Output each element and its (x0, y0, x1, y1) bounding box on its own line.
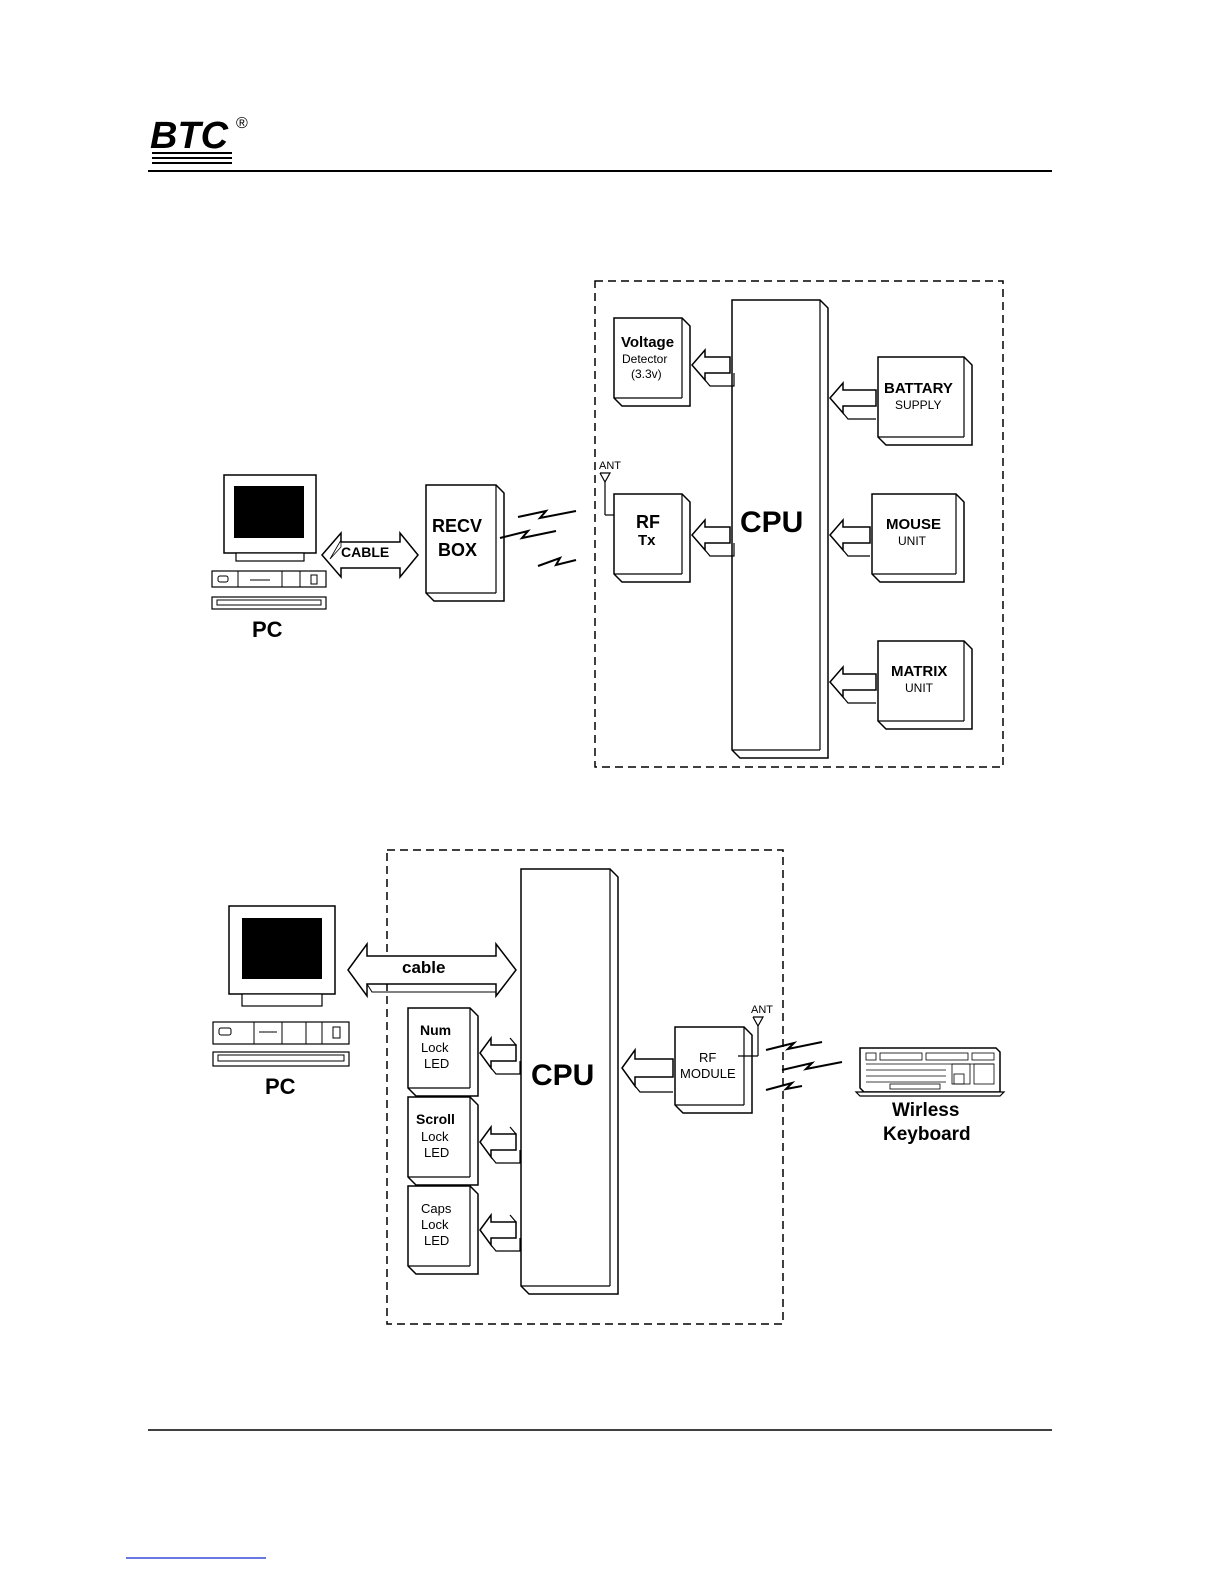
num-lock-line1: Num (420, 1022, 451, 1038)
wireless-signal-icon-2 (766, 1042, 842, 1090)
cpu-label-2: CPU (531, 1059, 594, 1092)
arrow-cpu-to-rf-tx (692, 520, 734, 556)
pc-label: PC (252, 617, 283, 642)
antenna-label: ANT (599, 460, 621, 472)
rf-module-line1: RF (699, 1050, 716, 1065)
keyboard-label-line1: Wirless (892, 1100, 959, 1121)
recv-box-label-line2: BOX (438, 540, 477, 560)
voltage-detector-line1: Voltage (621, 334, 674, 351)
wireless-keyboard-icon (856, 1048, 1004, 1096)
pc-label-2: PC (265, 1074, 296, 1099)
recv-box-label-line1: RECV (432, 516, 482, 536)
matrix-unit-line1: MATRIX (891, 663, 947, 680)
arrow-cpu-to-num-lock (480, 1038, 520, 1074)
cpu-label: CPU (740, 506, 803, 539)
pc-computer-icon (212, 475, 326, 609)
arrow-cpu-to-voltage (692, 350, 734, 386)
caps-lock-line2: Lock (421, 1217, 449, 1232)
scroll-lock-line1: Scroll (416, 1111, 455, 1127)
scroll-lock-line2: Lock (421, 1129, 449, 1144)
caps-lock-line1: Caps (421, 1201, 452, 1216)
arrow-matrix-to-cpu (830, 667, 876, 703)
battery-supply-line2: SUPPLY (895, 398, 941, 412)
antenna-label-2: ANT (751, 1004, 773, 1016)
arrow-cpu-to-caps-lock (480, 1215, 520, 1251)
rf-tx-line1: RF (636, 512, 660, 532)
registered-mark: ® (236, 115, 248, 132)
header-logo: BTC ® (150, 115, 248, 163)
arrow-mouse-to-cpu (830, 520, 870, 556)
matrix-unit-line2: UNIT (905, 681, 934, 695)
arrow-rf-module-to-cpu (622, 1050, 673, 1092)
battery-supply-line1: BATTARY (884, 380, 953, 397)
cable-label: CABLE (341, 544, 389, 560)
diagram-2: PC cable CPU Num Lock LED (213, 850, 1004, 1324)
num-lock-line3: LED (424, 1056, 449, 1071)
cable-label-2: cable (402, 958, 445, 977)
scroll-lock-line3: LED (424, 1145, 449, 1160)
arrow-cpu-to-scroll-lock (480, 1127, 520, 1163)
caps-lock-line3: LED (424, 1233, 449, 1248)
rf-module-line2: MODULE (680, 1066, 736, 1081)
arrow-battery-to-cpu (830, 383, 876, 419)
antenna-icon (600, 473, 615, 515)
voltage-detector-line2: Detector (622, 352, 667, 366)
num-lock-line2: Lock (421, 1040, 449, 1055)
voltage-detector-line3: (3.3v) (631, 367, 662, 381)
wireless-signal-icon (500, 511, 576, 566)
pc-computer-icon-2 (213, 906, 349, 1066)
diagram-1: PC CABLE RECV BOX CPU (212, 281, 1003, 767)
mouse-unit-line1: MOUSE (886, 516, 941, 533)
rf-tx-line2: Tx (638, 532, 656, 549)
keyboard-label-line2: Keyboard (883, 1124, 971, 1145)
mouse-unit-line2: UNIT (898, 534, 927, 548)
logo-text: BTC (150, 115, 229, 157)
